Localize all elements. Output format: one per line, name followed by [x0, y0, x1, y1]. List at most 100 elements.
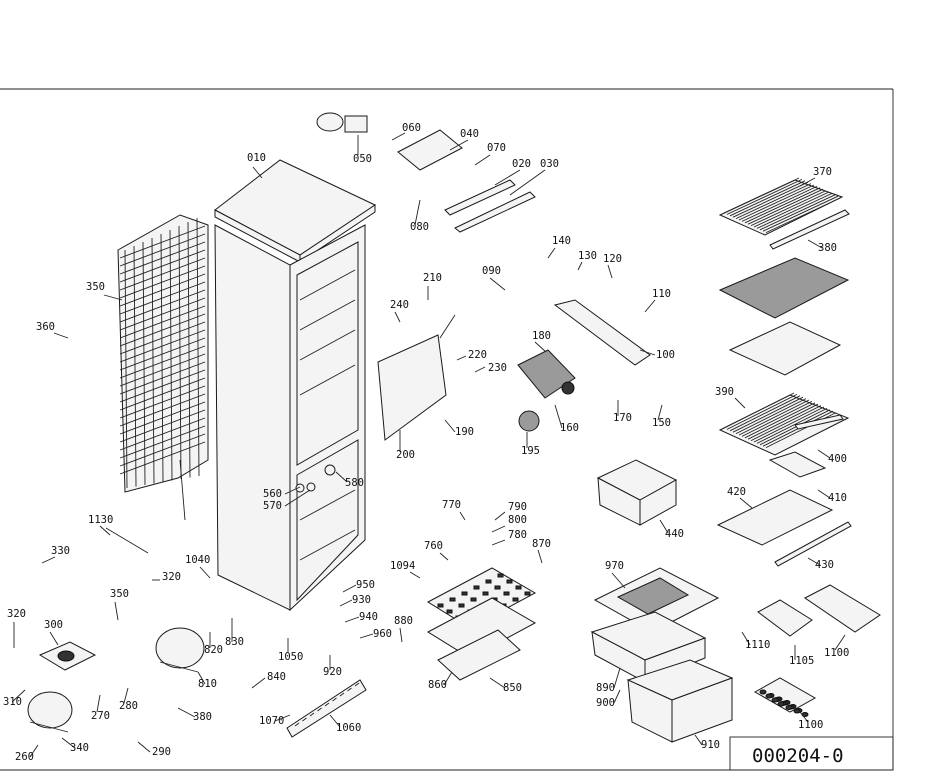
part-label: 580	[345, 477, 364, 489]
door-box-1105	[757, 599, 813, 637]
part-labels: 010 020 030 040 050 060 070 080 090 100 110 120 130 1…	[3, 122, 849, 763]
part-label: 380	[818, 242, 837, 254]
part-label: 800	[508, 514, 527, 526]
part-label: 870	[532, 538, 551, 550]
part-label: 920	[323, 666, 342, 678]
part-label: 400	[828, 453, 847, 465]
part-label: 170	[613, 412, 632, 424]
part-label: 1110	[745, 639, 770, 651]
part-label: 810	[198, 678, 217, 690]
part-label: 440	[665, 528, 684, 540]
egg-tray	[753, 677, 817, 713]
part-label: 1050	[278, 651, 303, 663]
part-label: 120	[603, 253, 622, 265]
part-label: 060	[402, 122, 421, 134]
part-label: 240	[390, 299, 409, 311]
part-label: 360	[36, 321, 55, 333]
part-label: 950	[356, 579, 375, 591]
part-label: 840	[267, 671, 286, 683]
rail-020	[444, 179, 516, 216]
part-label: 880	[394, 615, 413, 627]
shelf-400-strip	[794, 414, 844, 430]
part-label: 020	[512, 158, 531, 170]
part-label: 320	[162, 571, 181, 583]
part-label: 900	[596, 697, 615, 709]
part-label: 1094	[390, 560, 415, 572]
part-label: 010	[247, 152, 266, 164]
part-label: 050	[353, 153, 372, 165]
part-label: 320	[7, 608, 26, 620]
part-label: 330	[51, 545, 70, 557]
part-label: 180	[532, 330, 551, 342]
base-plate-300	[38, 641, 97, 671]
ventilation-grille-1060	[286, 679, 367, 738]
part-label: 1070	[259, 715, 284, 727]
part-label: 1040	[185, 554, 210, 566]
part-label: 070	[487, 142, 506, 154]
shelf-frame-mid	[728, 321, 842, 376]
part-label: 370	[813, 166, 832, 178]
shelf-420-glass	[716, 489, 834, 546]
part-label: 340	[70, 742, 89, 754]
shelf-410-plate	[768, 451, 827, 478]
part-label: 290	[152, 746, 171, 758]
fan-housing-160	[517, 349, 576, 399]
cabinet-top	[214, 159, 377, 263]
part-label: 560	[263, 488, 282, 500]
compressor-260	[27, 691, 73, 733]
part-label: 190	[455, 426, 474, 438]
compressor-810	[155, 627, 205, 673]
condenser	[117, 214, 209, 521]
door-tray-1100	[804, 584, 881, 633]
part-label: 260	[15, 751, 34, 763]
part-label: 080	[410, 221, 429, 233]
pipe-1130	[105, 527, 149, 554]
part-label: 130	[578, 250, 597, 262]
fan-wheel-195	[518, 410, 540, 432]
part-label: 310	[3, 696, 22, 708]
part-label: 770	[442, 499, 461, 511]
part-label: 930	[352, 594, 371, 606]
crisper-910	[626, 659, 734, 743]
part-label: 1060	[336, 722, 361, 734]
part-label: 790	[508, 501, 527, 513]
cabinet-body	[214, 224, 366, 612]
document-number-box: 000204-0	[729, 736, 894, 771]
document-number: 000204-0	[752, 745, 844, 767]
thermostat-040	[397, 129, 463, 171]
drawer-440	[596, 459, 678, 526]
evaporator-plate	[377, 314, 456, 441]
part-label: 280	[119, 700, 138, 712]
part-label: 210	[423, 272, 442, 284]
part-label: 820	[204, 644, 223, 656]
shelf-glass-mesh	[718, 257, 850, 319]
part-label: 350	[86, 281, 105, 293]
part-label: 030	[540, 158, 559, 170]
shelf-370	[718, 179, 844, 236]
part-label: 380	[193, 711, 212, 723]
part-label: 420	[727, 486, 746, 498]
fan-bracket-100	[553, 299, 651, 366]
part-label: 910	[701, 739, 720, 751]
part-label: 110	[652, 288, 671, 300]
part-label: 100	[656, 349, 675, 361]
part-label: 1105	[789, 655, 814, 667]
part-label: 040	[460, 128, 479, 140]
part-label: 350	[110, 588, 129, 600]
part-label: 1100	[824, 647, 849, 659]
part-label: 780	[508, 529, 527, 541]
part-label: 890	[596, 682, 615, 694]
part-label: 960	[373, 628, 392, 640]
part-label: 410	[828, 492, 847, 504]
part-label: 570	[263, 500, 282, 512]
part-label: 150	[652, 417, 671, 429]
part-label: 230	[488, 362, 507, 374]
lower-shelf-lower	[426, 597, 537, 659]
part-label: 390	[715, 386, 734, 398]
part-label: 200	[396, 449, 415, 461]
rail-030	[454, 191, 536, 233]
lamp-cover-050	[316, 112, 368, 133]
leader-lines	[11, 132, 846, 758]
part-label: 090	[482, 265, 501, 277]
